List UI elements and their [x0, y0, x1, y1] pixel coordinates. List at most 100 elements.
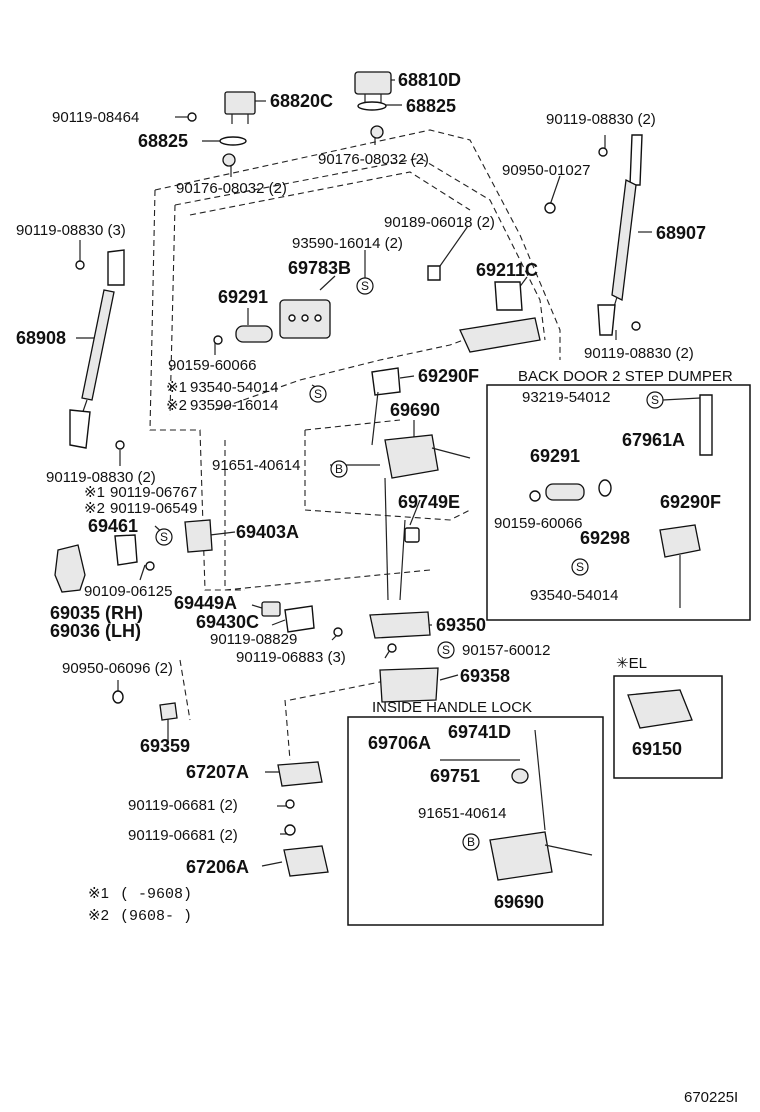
symbol-markers: S S B S S: [155, 277, 455, 659]
label-67207a: 67207A: [186, 762, 249, 782]
label-90119-08464: 90119-08464: [52, 109, 139, 126]
symbol-s: S: [361, 279, 369, 293]
symbol-b: B: [467, 835, 475, 849]
label-68825: 68825: [138, 131, 188, 151]
label-68907: 68907: [656, 223, 706, 243]
label-90159-60066: 90159-60066: [494, 515, 582, 532]
label-69359: 69359: [140, 736, 190, 756]
label-91651-40614: 91651-40614: [212, 457, 300, 474]
damper-stay-right: [629, 134, 643, 186]
label-69461: 69461: [88, 516, 138, 536]
parts: [54, 71, 643, 877]
symbol-b: B: [335, 462, 343, 476]
label-68820c: 68820C: [270, 91, 333, 111]
label-69690: 69690: [390, 400, 440, 420]
door-lock-part: [384, 434, 439, 479]
label-90119-08829: 90119-08829: [210, 631, 297, 648]
label-mark-2: ※2: [84, 500, 105, 517]
label-mark-2: ※2: [166, 397, 187, 414]
label-90119-06681: 90119-06681 (2): [128, 827, 238, 844]
label-90119-06883: 90119-06883 (3): [236, 649, 346, 666]
label-69783b: 69783B: [288, 258, 351, 278]
label-90176-08032: 90176-08032 (2): [176, 180, 287, 197]
label-91651-40614: 91651-40614: [418, 805, 506, 822]
label-69403a: 69403A: [236, 522, 299, 542]
lock-cylinder-part: [235, 325, 273, 343]
label-69035: 69035 (RH): [50, 603, 143, 623]
handle-bracket-part: [277, 761, 323, 787]
gasket-part: [357, 101, 387, 111]
label-69291: 69291: [530, 446, 580, 466]
label-90119-08830: 90119-08830 (2): [546, 111, 656, 128]
label-93540-54014: 93540-54014: [530, 587, 618, 604]
lock-inset: INSIDE HANDLE LOCK 69706A 69741D 69751 9…: [347, 699, 604, 926]
dumper-inset: BACK DOOR 2 STEP DUMPER 93219-54012 S 67…: [486, 368, 751, 621]
label-69211c: 69211C: [476, 260, 538, 280]
label-69751: 69751: [430, 766, 480, 786]
label-93219-54012: 93219-54012: [522, 389, 610, 406]
label-67961a: 67961A: [622, 430, 685, 450]
damper-stay-left: [81, 289, 115, 401]
back-door-lock-part: [369, 611, 431, 639]
label-90119-08830: 90119-08830 (3): [16, 222, 126, 239]
label-68810d: 68810D: [398, 70, 461, 90]
label-mark-1: ※1: [166, 379, 187, 396]
pull-handle-part: [283, 845, 329, 877]
label-69449a: 69449A: [174, 593, 237, 613]
label-68908: 68908: [16, 328, 66, 348]
footnote-2: (9608- ): [120, 908, 192, 925]
label-90159-60066: 90159-60066: [168, 357, 256, 374]
label-90950-06096: 90950-06096 (2): [62, 660, 173, 677]
lock-cover-part: [379, 667, 439, 703]
label-69690: 69690: [494, 892, 544, 912]
leader-lines: [76, 79, 652, 867]
figure-id: 670225I: [684, 1089, 738, 1106]
label-90119-08830: 90119-08830 (2): [584, 345, 694, 362]
label-69706a: 69706A: [368, 733, 431, 753]
footnote-mark-1: ※1: [88, 885, 109, 902]
label-90119-06549: 90119-06549: [110, 500, 197, 517]
bracket-part: [224, 91, 256, 115]
label-90119-06767: 90119-06767: [110, 484, 197, 501]
label-69430c: 69430C: [196, 612, 259, 632]
grommet-part: [222, 153, 236, 167]
hinge-bracket-part: [54, 544, 86, 593]
label-69741d: 69741D: [448, 722, 511, 742]
label-93590-16014: 93590-16014 (2): [292, 235, 403, 252]
label-90119-06681: 90119-06681 (2): [128, 797, 238, 814]
label-90950-01027: 90950-01027: [502, 162, 590, 179]
el-inset: ✳EL 69150: [613, 655, 723, 779]
label-69291: 69291: [218, 287, 268, 307]
symbol-s: S: [314, 387, 322, 401]
stop-lamp-part: [354, 71, 392, 95]
symbol-s: S: [576, 560, 584, 574]
symbol-s: S: [651, 393, 659, 407]
striker-part: [184, 519, 213, 553]
back-door-outline: [149, 129, 561, 761]
lock-title: INSIDE HANDLE LOCK: [372, 699, 532, 716]
label-67206a: 67206A: [186, 857, 249, 877]
dumper-title: BACK DOOR 2 STEP DUMPER: [518, 368, 733, 385]
el-title: ✳EL: [616, 655, 647, 672]
label-69350: 69350: [436, 615, 486, 635]
label-90119-08830: 90119-08830 (2): [46, 469, 156, 486]
label-69150: 69150: [632, 739, 682, 759]
symbol-s: S: [160, 530, 168, 544]
label-93540-54014: 93540-54014: [190, 379, 278, 396]
lock-control-part: [371, 367, 401, 396]
label-69358: 69358: [460, 666, 510, 686]
label-90109-06125: 90109-06125: [84, 583, 172, 600]
label-69290f: 69290F: [660, 492, 721, 512]
label-68825: 68825: [406, 96, 456, 116]
label-69749e: 69749E: [398, 492, 460, 512]
label-69290f: 69290F: [418, 366, 479, 386]
label-90189-06018: 90189-06018 (2): [384, 214, 495, 231]
grommet-part: [370, 125, 384, 139]
label-90157-60012: 90157-60012: [462, 642, 550, 659]
footnote-mark-2: ※2: [88, 907, 109, 924]
label-93590-16014-b: 93590-16014: [190, 397, 278, 414]
part-labels: 68810D 68820C 90119-08464 68825 68825 90…: [16, 70, 706, 925]
symbol-s: S: [442, 643, 450, 657]
label-90176-08032: 90176-08032 (2): [318, 151, 429, 168]
